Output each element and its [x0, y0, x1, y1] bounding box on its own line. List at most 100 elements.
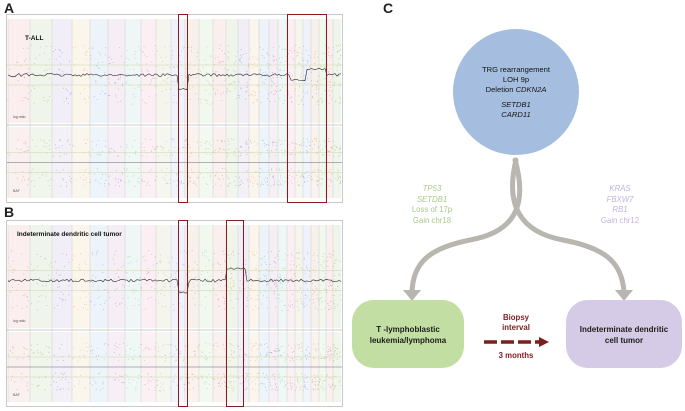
baf-dot: [280, 174, 282, 176]
logratio-dot: [264, 275, 266, 277]
logratio-dot: [333, 275, 335, 277]
baf-dot: [174, 146, 176, 148]
baf-dot: [301, 351, 303, 353]
logratio-dot: [337, 63, 339, 65]
logratio-dot: [242, 53, 244, 55]
baf-dot: [77, 360, 79, 362]
logratio-dot: [221, 290, 223, 292]
logratio-dot: [260, 70, 262, 72]
logratio-dot: [333, 85, 335, 87]
baf-dot: [303, 381, 305, 383]
baf-dot: [314, 383, 316, 385]
logratio-dot: [90, 58, 92, 60]
logratio-dot: [255, 268, 257, 270]
logratio-dot: [36, 253, 38, 255]
logratio-dot: [76, 57, 78, 59]
logratio-dot: [331, 55, 333, 57]
logratio-dot: [175, 278, 177, 280]
logratio-dot: [223, 52, 225, 54]
logratio-dot: [260, 102, 262, 104]
logratio-dot: [246, 296, 248, 298]
baf-dot: [302, 175, 304, 177]
logratio-dot: [233, 254, 235, 256]
baf-dot: [145, 346, 147, 348]
baf-dot: [256, 355, 258, 357]
logratio-dot: [278, 277, 280, 279]
baf-dot: [17, 139, 19, 141]
baf-dot: [204, 354, 206, 356]
baf-dot: [207, 387, 209, 389]
baf-dot: [127, 359, 129, 361]
baf-dot: [319, 378, 321, 380]
baf-dot: [88, 153, 90, 155]
baf-dot: [171, 355, 173, 357]
baf-dot: [232, 390, 234, 392]
baf-dot: [333, 389, 335, 391]
logratio-dot: [105, 289, 107, 291]
baf-dot: [133, 359, 135, 361]
logratio-dot: [272, 77, 274, 79]
logratio-dot: [301, 268, 303, 270]
baf-dot: [227, 141, 229, 143]
logratio-dot: [83, 70, 85, 72]
logratio-dot: [17, 80, 19, 82]
logratio-dot: [279, 46, 281, 48]
baf-dot: [59, 139, 61, 141]
baf-dot: [327, 354, 329, 356]
logratio-dot: [109, 82, 111, 84]
logratio-dot: [337, 304, 339, 306]
logratio-dot: [164, 283, 166, 285]
logratio-dot: [179, 292, 181, 294]
logratio-dot: [55, 58, 57, 60]
logratio-dot: [295, 273, 297, 275]
logratio-dot: [39, 54, 41, 56]
logratio-dot: [300, 300, 302, 302]
logratio-dot: [142, 256, 144, 258]
baf-dot: [260, 183, 262, 185]
baf-dot: [323, 388, 325, 390]
logratio-dot: [265, 79, 267, 81]
logratio-dot: [144, 308, 146, 310]
baf-dot: [21, 378, 23, 380]
logratio-dot: [317, 104, 319, 106]
baf-dot: [116, 377, 118, 379]
baf-dot: [90, 345, 92, 347]
baf-dot: [317, 384, 319, 386]
logratio-dot: [328, 252, 330, 254]
baf-dot: [12, 347, 14, 349]
logratio-dot: [197, 264, 199, 266]
logratio-dot: [32, 85, 34, 87]
logratio-dot: [332, 302, 334, 304]
baf-dot: [336, 352, 338, 354]
logratio-dot: [252, 94, 254, 96]
baf-dot: [228, 153, 230, 155]
logratio-dot: [135, 297, 137, 299]
logratio-dot: [288, 71, 290, 73]
logratio-dot: [322, 71, 324, 73]
baf-dot: [55, 147, 57, 149]
logratio-dot: [164, 46, 166, 48]
logratio-dot: [306, 77, 308, 79]
baf-dot: [233, 387, 235, 389]
baf-dot: [304, 181, 306, 183]
logratio-dot: [284, 266, 286, 268]
baf-dot: [83, 179, 85, 181]
logratio-dot: [126, 57, 128, 59]
logratio-dot: [79, 92, 81, 94]
baf-dot: [194, 355, 196, 357]
logratio-dot: [121, 302, 123, 304]
logratio-dot: [261, 258, 263, 260]
baf-dot: [328, 154, 330, 156]
logratio-dot: [332, 254, 334, 256]
logratio-dot: [303, 257, 305, 259]
logratio-dot: [165, 81, 167, 83]
baf-dot: [302, 177, 304, 179]
right-branch-gene-3: RB1: [612, 205, 628, 214]
logratio-dot: [239, 287, 241, 289]
baf-dot: [291, 142, 293, 144]
baf-dot: [97, 347, 99, 349]
logratio-dot: [103, 289, 105, 291]
baf-dot: [310, 176, 312, 178]
logratio-dot: [238, 81, 240, 83]
logratio-dot: [48, 274, 50, 276]
